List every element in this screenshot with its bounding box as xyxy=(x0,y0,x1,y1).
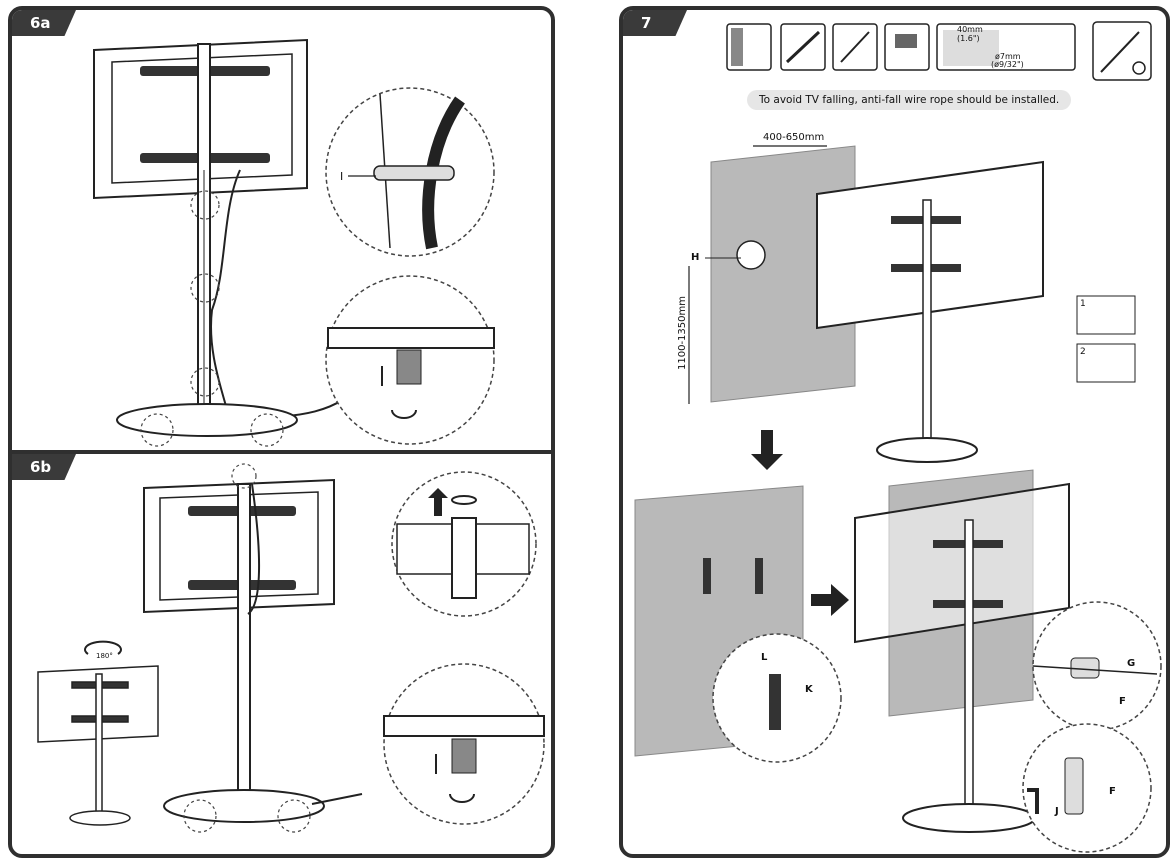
down-arrow xyxy=(751,430,783,470)
safety-note: To avoid TV falling, anti-fall wire rope… xyxy=(747,90,1072,110)
label-f-top: F xyxy=(1119,696,1126,707)
stand-base xyxy=(116,403,298,437)
label-g: G xyxy=(1127,658,1135,669)
panel-7: 7 40mm (1.6") ø7mm (ø9/32") 400-650mm 11… xyxy=(619,6,1170,858)
detail-circle-2 xyxy=(190,273,220,303)
foot-circle-left xyxy=(140,413,174,447)
foot-circle-right xyxy=(250,413,284,447)
label-l: L xyxy=(761,652,768,663)
label-f-bottom: F xyxy=(1109,786,1116,797)
rotate-label: 180° xyxy=(96,652,113,660)
step-tag-6b: 6b xyxy=(12,454,76,480)
drill-dia-mm: ø7mm xyxy=(995,52,1021,61)
callout-top-cap xyxy=(391,471,537,617)
label-j: J xyxy=(1054,806,1059,817)
callout-foot xyxy=(383,663,545,825)
foot-circle-right xyxy=(277,799,311,833)
width-dimension: 400-650mm xyxy=(763,132,824,143)
callout-foot xyxy=(325,275,495,445)
foot-circle-left xyxy=(183,799,217,833)
cable xyxy=(247,483,363,805)
illustration-6b: 180° xyxy=(37,463,545,833)
rotated-tv-small xyxy=(37,665,159,826)
illustration-6a: I xyxy=(93,38,495,447)
right-arrow xyxy=(811,584,849,616)
label-i: I xyxy=(340,170,343,183)
step-tag-6a: 6a xyxy=(12,10,76,36)
label-h: H xyxy=(691,252,699,263)
callout-wire-base xyxy=(1022,723,1152,853)
panel-6b: 6b 180° xyxy=(8,450,555,858)
callout-wire-tv xyxy=(1032,601,1162,731)
step-tag-7: 7 xyxy=(623,10,687,36)
detail-circle-top xyxy=(231,463,257,489)
step-callout-2 xyxy=(1076,343,1136,383)
step-callout-1 xyxy=(1076,295,1136,335)
callout-cable-tie xyxy=(325,87,495,257)
tool-icons xyxy=(726,21,1152,81)
panel-6a: 6a xyxy=(8,6,555,454)
tv-front-bottom xyxy=(854,482,1070,644)
height-dimension: 1100-1350mm xyxy=(677,296,688,370)
detail-circle-1 xyxy=(190,190,220,220)
drill-depth-mm: 40mm xyxy=(957,25,983,34)
stand-base xyxy=(163,789,325,823)
callout-screws xyxy=(712,633,842,763)
detail-circle-3 xyxy=(190,367,220,397)
drill-depth-in: (1.6") xyxy=(957,34,980,43)
drill-dia-in: (ø9/32") xyxy=(991,60,1024,69)
step-1-label: 1 xyxy=(1080,299,1086,309)
illustration-7: 40mm (1.6") ø7mm (ø9/32") 400-650mm 1100… xyxy=(634,21,1162,853)
cable xyxy=(210,169,343,418)
stand-pole xyxy=(197,43,211,425)
stand-pole xyxy=(237,483,251,815)
step-2-label: 2 xyxy=(1080,347,1086,357)
label-k: K xyxy=(805,684,814,695)
